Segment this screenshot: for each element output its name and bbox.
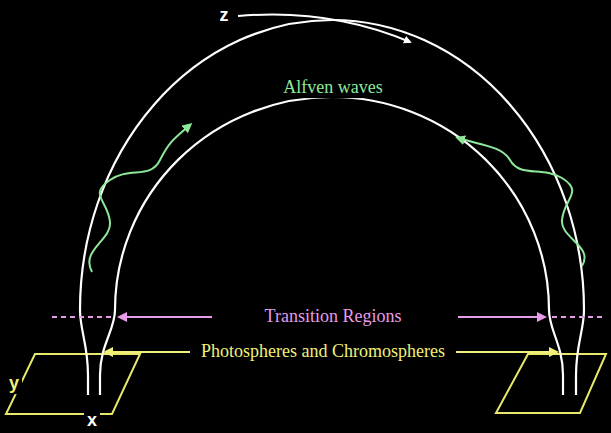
pointer-arrow xyxy=(106,351,190,353)
wave-arrow xyxy=(458,138,585,266)
transition-level xyxy=(52,316,112,318)
loop-inner-wall xyxy=(100,97,563,395)
footpoint-plane xyxy=(496,354,606,413)
footpoint-plane xyxy=(6,354,140,414)
z-direction-arrow xyxy=(238,14,410,42)
pointer-arrow xyxy=(456,351,556,353)
axis-label: x xyxy=(84,411,100,431)
region-label: Photospheres and Chromospheres xyxy=(198,342,448,362)
pointer-arrow xyxy=(458,316,544,318)
pointer-arrow xyxy=(120,316,212,318)
wave-arrow xyxy=(89,125,190,272)
region-label: Transition Regions xyxy=(262,307,405,327)
loop-outer-wall xyxy=(80,20,584,395)
axis-label: z xyxy=(217,6,232,26)
wave-label: Alfven waves xyxy=(280,78,385,98)
axis-label: y xyxy=(6,374,22,394)
transition-level xyxy=(552,316,605,318)
